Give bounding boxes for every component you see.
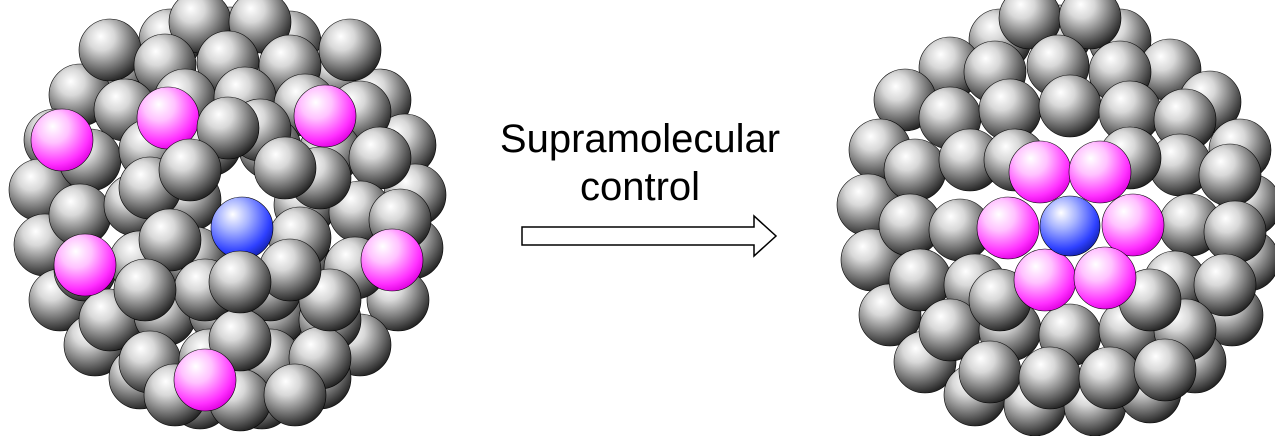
host-atom	[883, 138, 947, 202]
host-atom	[263, 363, 327, 427]
host-atom	[1198, 143, 1262, 207]
host-atom	[348, 126, 412, 190]
host-atom	[1038, 74, 1102, 138]
dopant-atom	[1013, 248, 1077, 312]
host-atom	[318, 18, 382, 82]
dopant-atom	[1101, 193, 1165, 257]
dopant-atom	[53, 233, 117, 297]
dopant-atom	[1008, 140, 1072, 204]
arrow-label-line-1: Supramolecular	[499, 117, 781, 161]
host-atom	[208, 250, 272, 314]
dopant-atom	[1068, 140, 1132, 204]
host-atom	[1133, 338, 1197, 402]
host-atom	[1058, 0, 1122, 50]
host-atom	[158, 138, 222, 202]
right-arrow	[521, 214, 778, 258]
dopant-atom	[976, 196, 1040, 260]
host-atom	[1078, 346, 1142, 410]
host-atom	[196, 96, 260, 160]
host-atom	[113, 258, 177, 322]
right-nanocluster	[836, 0, 1275, 437]
host-atom	[958, 340, 1022, 404]
dopant-atom	[360, 228, 424, 292]
host-atom	[253, 136, 317, 200]
center-atom	[1039, 195, 1101, 257]
host-atom	[138, 208, 202, 272]
arrow-label-line-2: control	[579, 165, 701, 209]
host-atom	[78, 18, 142, 82]
dopant-atom	[1073, 246, 1137, 310]
host-atom	[1203, 200, 1267, 264]
left-nanocluster	[8, 0, 447, 432]
center-atom	[210, 196, 274, 260]
host-atom	[1018, 346, 1082, 410]
dopant-atom	[293, 84, 357, 148]
dopant-atom	[30, 108, 94, 172]
host-atom	[1193, 253, 1257, 317]
dopant-atom	[173, 348, 237, 412]
